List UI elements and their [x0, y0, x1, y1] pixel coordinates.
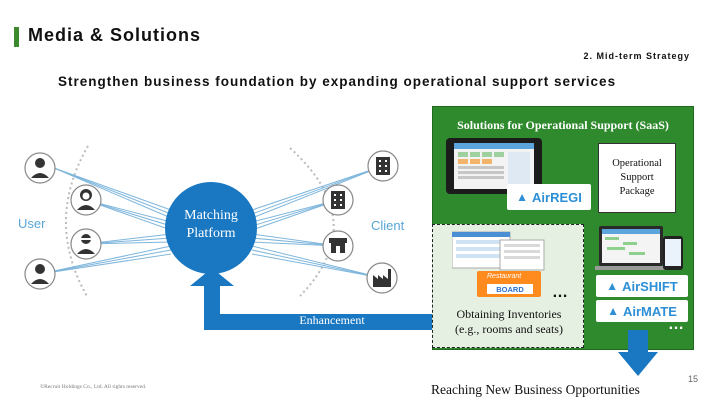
section-label: 2. Mid-term Strategy	[583, 51, 690, 61]
page-title: Media & Solutions	[28, 25, 202, 45]
package-line-2: Support	[620, 172, 654, 183]
hub-line-1: Matching	[184, 208, 238, 223]
building-icon	[322, 184, 354, 216]
more-solutions-ellipsis: …	[668, 316, 684, 333]
person-icon	[24, 152, 56, 184]
package-line-1: Operational	[612, 158, 662, 169]
client-label: Client	[371, 218, 405, 233]
enhancement-label: Enhancement	[299, 313, 365, 327]
solutions-title: Solutions for Operational Support (SaaS)	[457, 118, 669, 132]
air-cloud-icon: ▲	[606, 279, 619, 293]
user-label: User	[18, 216, 46, 231]
person-woman-icon	[70, 184, 102, 216]
user-icons	[24, 152, 102, 290]
airregi-tablet-image	[446, 138, 542, 194]
person-icon	[24, 258, 56, 290]
matching-platform-circle	[165, 182, 257, 274]
obtain-line-1: Obtaining Inventories	[456, 307, 562, 321]
airmate-text: AirMATE	[622, 303, 677, 319]
restaurant-board-bottom: BOARD	[487, 284, 533, 294]
title-accent-bar	[14, 27, 19, 47]
airshift-text: AirSHIFT	[622, 278, 678, 294]
obtain-line-2: (e.g., rooms and seats)	[455, 322, 563, 336]
operational-support-package-box: Operational Support Package	[598, 143, 676, 213]
enhancement-arrow	[190, 268, 432, 330]
package-line-3: Package	[619, 186, 655, 197]
factory-icon	[366, 262, 398, 294]
airregi-logo: ▲ AirREGI	[507, 184, 591, 210]
airregi-text: AirREGI	[532, 189, 582, 205]
airshift-logo: ▲ AirSHIFT	[596, 275, 688, 297]
restaurant-board-screens-image	[452, 231, 545, 271]
copyright: ©Recruit Holdings Co., Ltd. All rights r…	[40, 384, 147, 390]
building-icon	[367, 150, 399, 182]
airshift-devices-image	[595, 226, 683, 270]
air-cloud-icon: ▲	[516, 190, 529, 204]
obtaining-inventories-label: Obtaining Inventories (e.g., rooms and s…	[436, 307, 582, 337]
user-arc	[65, 145, 89, 299]
airmate-logo: ▲ AirMATE	[596, 300, 688, 322]
client-icons	[322, 150, 399, 294]
person-glasses-icon	[70, 228, 102, 260]
hub-line-2: Platform	[186, 226, 236, 241]
more-inventories-ellipsis: …	[552, 284, 568, 301]
air-cloud-icon: ▲	[607, 304, 619, 318]
shop-icon	[322, 230, 354, 262]
restaurant-board-top: Restaurant	[487, 273, 522, 280]
page-subtitle: Strengthen business foundation by expand…	[58, 74, 617, 89]
page-number: 15	[688, 374, 699, 384]
client-arc	[289, 147, 335, 297]
down-arrow	[618, 330, 658, 376]
matching-platform-label: Matching Platform	[168, 207, 254, 243]
reaching-opportunities-label: Reaching New Business Opportunities	[431, 382, 640, 397]
